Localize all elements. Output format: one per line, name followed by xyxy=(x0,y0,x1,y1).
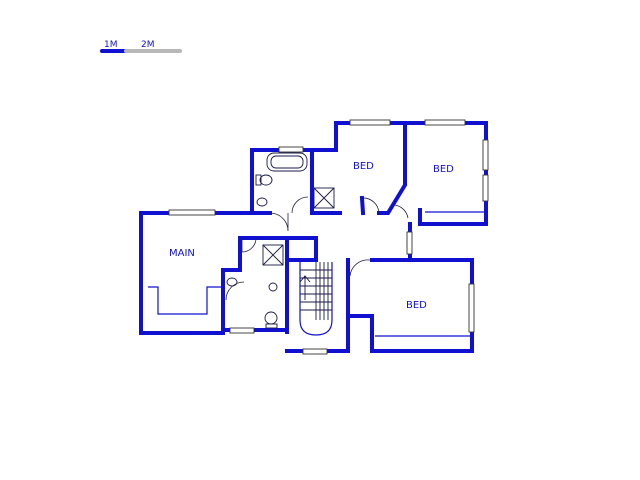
door-landing-main xyxy=(269,212,289,232)
wardrobe-main xyxy=(148,286,222,315)
staircase xyxy=(299,262,333,336)
shower-ensuite xyxy=(262,244,284,266)
window-bed2-side-1 xyxy=(482,139,489,171)
room-label-bed-1: BED xyxy=(353,161,374,172)
wall-main-west xyxy=(139,211,225,335)
toilet-ensuite xyxy=(264,311,278,325)
window-main xyxy=(168,209,216,216)
room-label-bed-2: BED xyxy=(433,164,454,175)
toilet-top xyxy=(259,174,273,186)
window-bath xyxy=(278,146,304,153)
wall-landing-west xyxy=(285,238,318,262)
windows xyxy=(168,119,489,355)
wall-bed1-north xyxy=(310,121,407,152)
window-bed2-top xyxy=(424,119,466,126)
door-ensuite xyxy=(225,281,245,301)
wall-bed3 xyxy=(346,258,474,353)
window-ensuite xyxy=(229,327,255,334)
basin-ensuite xyxy=(268,282,278,292)
fixtures xyxy=(148,152,484,337)
wall-stair-east xyxy=(285,258,350,353)
toilet-ensuite-tank xyxy=(265,323,278,329)
window-bed2-side-2 xyxy=(482,174,489,202)
shower-ensuite-cross xyxy=(262,244,284,266)
shower-top xyxy=(313,187,335,209)
toilet-top-tank xyxy=(255,174,262,186)
basin-ensuite-2 xyxy=(226,277,238,287)
door-bath xyxy=(291,196,309,214)
window-stair xyxy=(302,348,328,355)
room-label-bed-3: BED xyxy=(406,300,427,311)
door-bed1 xyxy=(361,197,380,214)
bathtub xyxy=(266,152,308,172)
door-bed2 xyxy=(394,204,409,219)
scale-label-2m: 2M xyxy=(141,40,155,50)
scale-bar: 1M 2M xyxy=(100,40,182,53)
stair-rail xyxy=(299,262,333,336)
wall-bed1-stub xyxy=(359,195,366,216)
walls xyxy=(139,121,488,353)
window-bed3 xyxy=(468,283,475,333)
wall-main-east xyxy=(221,236,289,335)
door-ensuite-top xyxy=(241,237,257,253)
wall-bed1-east xyxy=(377,121,407,215)
doors xyxy=(225,196,409,301)
bathtub-inner xyxy=(270,155,304,169)
stair-arrow xyxy=(299,275,311,300)
wall-bath-east xyxy=(310,148,342,215)
room-label-main: MAIN xyxy=(169,248,195,259)
window-bed1 xyxy=(349,119,391,126)
shower-top-cross xyxy=(313,187,335,209)
basin-top xyxy=(256,197,268,207)
scale-label-1m: 1M xyxy=(104,40,118,50)
window-landing xyxy=(406,231,413,255)
door-bed3 xyxy=(349,259,371,277)
room-labels: MAIN BED BED BED xyxy=(169,161,454,311)
